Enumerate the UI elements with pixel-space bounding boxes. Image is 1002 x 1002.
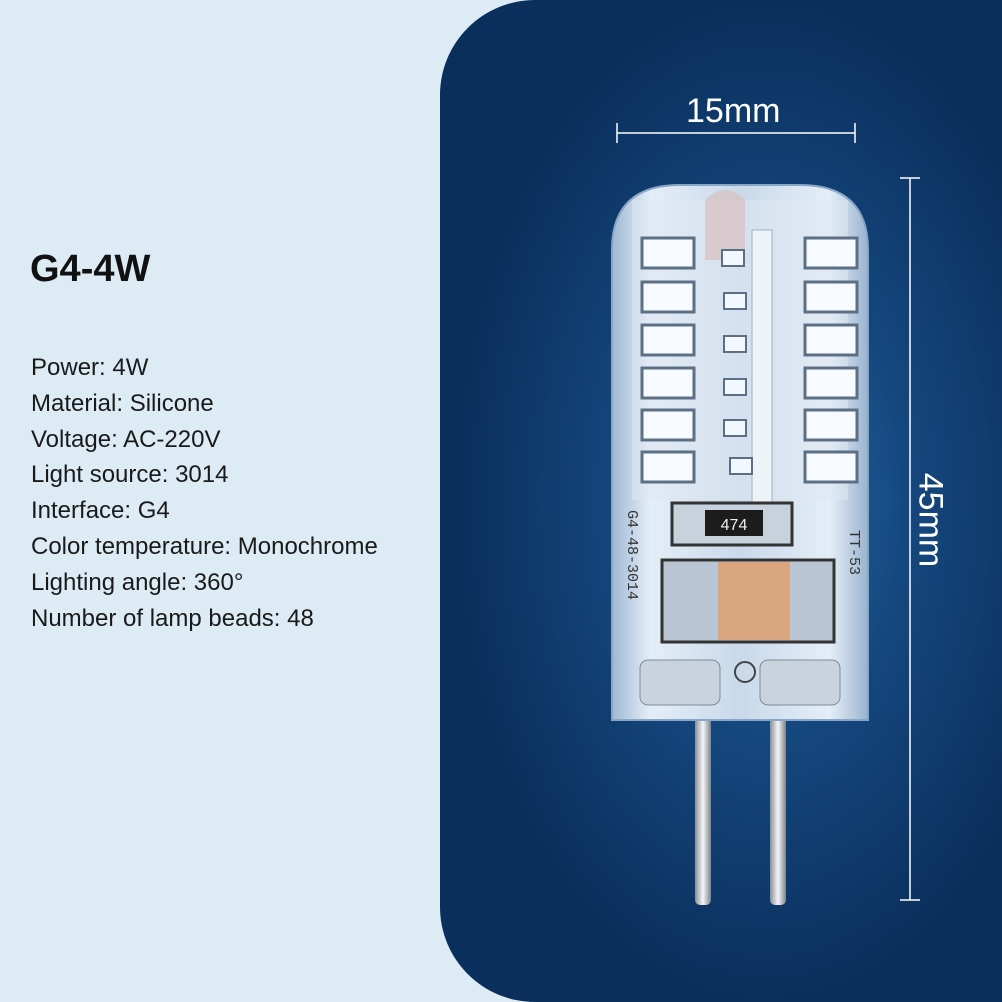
- height-dimension-line: [900, 177, 920, 901]
- pin-left: [695, 700, 711, 905]
- spec-lamp-beads: Number of lamp beads: 48: [31, 604, 314, 632]
- led-column-right: [803, 236, 859, 484]
- pcb-marking-right: TT-53: [845, 530, 862, 575]
- width-dimension-line: [616, 123, 856, 143]
- spec-power: Power: 4W: [31, 354, 149, 381]
- led-column-center: [721, 249, 753, 475]
- pin-right: [770, 700, 786, 905]
- spec-light-source: Light source: 3014: [31, 461, 229, 489]
- spec-color-temperature: Color temperature: Monochrome: [31, 532, 378, 560]
- product-title: G4-4W: [30, 248, 151, 290]
- spec-material: Material: Silicone: [31, 389, 214, 417]
- resistor-code: 474: [721, 517, 748, 534]
- spec-voltage: Voltage: AC-220V: [31, 425, 221, 453]
- height-dimension-label: 45mm: [911, 472, 950, 568]
- pcb-marking-left: G4-48-3014: [623, 510, 640, 600]
- width-dimension-label: 15mm: [686, 92, 781, 130]
- ce-mark: [734, 661, 756, 683]
- spec-interface: Interface: G4: [31, 497, 170, 525]
- spec-list: Power: 4W Material: Silicone Voltage: AC…: [31, 350, 378, 636]
- spec-lighting-angle: Lighting angle: 360°: [31, 568, 244, 596]
- led-column-left: [640, 236, 696, 484]
